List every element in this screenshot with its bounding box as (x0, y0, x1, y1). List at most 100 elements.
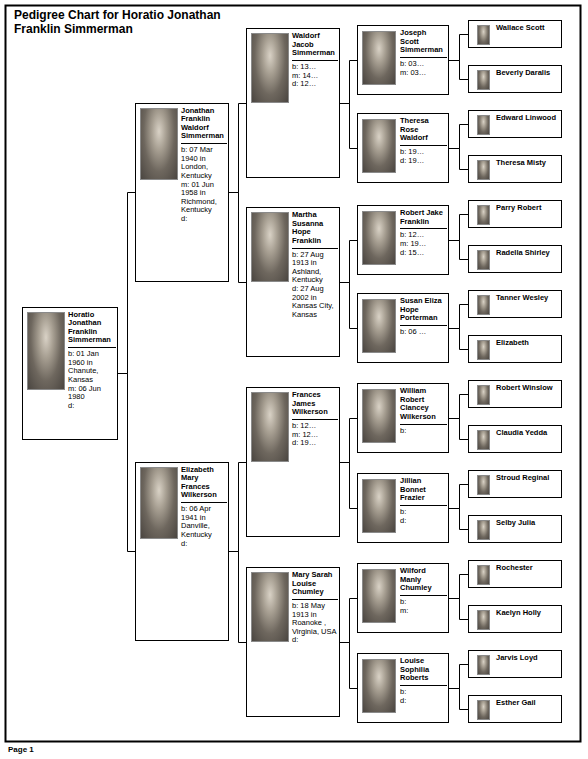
parent-link (449, 329, 468, 350)
text-column: Kaelyn Holly (496, 609, 560, 622)
portrait-photo (251, 572, 289, 642)
person-name: Claudia Yedda (496, 429, 560, 440)
text-column: Mary Sarah Louise Chumleyb: 18 May 1913 … (292, 571, 338, 645)
person-name: Wallace Scott (496, 24, 560, 35)
person-box: Edward Linwood (468, 110, 562, 138)
life-event: b: 12… (400, 231, 447, 240)
portrait-photo (477, 655, 490, 675)
person-name: Robert Jake Franklin (400, 209, 447, 229)
page-number: Page 1 (8, 745, 34, 755)
person-box: Wallace Scott (468, 20, 562, 48)
person-box: William Robert Clancey Wilkersonb: (357, 383, 449, 453)
person-name: Robert Winslow (496, 384, 560, 395)
parent-link (340, 283, 357, 329)
parent-link (340, 61, 357, 104)
person-box: Jillian Bonnet Frazierb:d: (357, 473, 449, 543)
person-name: Kaelyn Holly (496, 609, 560, 620)
text-column: Jonathan Franklin Waldorf Simmermanb: 07… (181, 107, 227, 224)
person-name: Radella Shirley (496, 249, 560, 260)
parent-link (340, 104, 357, 149)
person-box: Robert Jake Franklinb: 12…m: 19…d: 15… (357, 205, 449, 275)
person-box: Beverly Daralis (468, 65, 562, 93)
person-box: Theresa Rose Waldorfb: 19…d: 19… (357, 113, 449, 183)
parent-link (340, 643, 357, 689)
person-name: Joseph Scott Simmerman (400, 29, 447, 58)
portrait-photo (477, 700, 490, 720)
parent-link (340, 241, 357, 283)
life-event: m: 01 Jun 1958 in Richmond, Kentucky (181, 181, 227, 216)
person-name: Mary Sarah Louise Chumley (292, 571, 338, 600)
portrait-photo (362, 389, 396, 443)
life-event: d: 12… (292, 80, 338, 89)
text-column: Esther Gail (496, 699, 560, 712)
portrait-photo (477, 475, 490, 495)
life-event: b: (400, 688, 447, 697)
person-box: Louise Sophilia Robertsb:d: (357, 653, 449, 723)
person-box: Jarvis Loyd (468, 650, 562, 678)
life-event: d: (181, 215, 227, 224)
text-column: Waldorf Jacob Simmermanb: 13…m: 14…d: 12… (292, 32, 338, 89)
text-column: Beverly Daralis (496, 69, 560, 82)
person-name: Jarvis Loyd (496, 654, 560, 665)
portrait-photo (362, 119, 396, 173)
person-box: Stroud Reginal (468, 470, 562, 498)
outer-border (6, 6, 581, 742)
person-name: Esther Gail (496, 699, 560, 710)
portrait-photo (362, 659, 396, 713)
portrait-photo (477, 295, 490, 315)
text-column: Jillian Bonnet Frazierb:d: (400, 477, 447, 525)
parent-link (449, 599, 468, 620)
parent-link (449, 395, 468, 419)
life-event: m: 14… (292, 72, 338, 81)
text-column: Claudia Yedda (496, 429, 560, 442)
person-box: Parry Robert (468, 200, 562, 228)
parent-link (340, 419, 357, 463)
life-event: d: 27 Aug 2002 in Kansas City, Kansas (292, 285, 338, 320)
portrait-photo (477, 160, 490, 180)
life-event: b: 06 … (400, 328, 447, 337)
person-name: Martha Susanna Hope Franklin (292, 211, 338, 249)
person-name: Frances James Wilkerson (292, 391, 338, 420)
life-event: b: (400, 508, 447, 517)
person-box: Wilford Manly Chumleyb:m: (357, 563, 449, 633)
portrait-photo (477, 25, 490, 45)
person-name: Elizabeth (496, 339, 560, 350)
parent-link (229, 193, 246, 283)
person-box: Horatio Jonathan Franklin Simmermanb: 01… (22, 307, 118, 440)
person-box: Mary Sarah Louise Chumleyb: 18 May 1913 … (246, 567, 340, 717)
parent-link (449, 575, 468, 599)
portrait-photo (477, 565, 490, 585)
text-column: Louise Sophilia Robertsb:d: (400, 657, 447, 705)
person-box: Martha Susanna Hope Franklinb: 27 Aug 19… (246, 207, 340, 357)
portrait-photo (362, 31, 396, 85)
life-event: d: 19… (400, 157, 447, 166)
portrait-photo (362, 479, 396, 533)
person-name: Theresa Rose Waldorf (400, 117, 447, 146)
parent-link (449, 215, 468, 241)
person-name: Jonathan Franklin Waldorf Simmerman (181, 107, 227, 145)
portrait-photo (251, 33, 289, 103)
person-box: Joseph Scott Simmermanb: 03…m: 03… (357, 25, 449, 95)
person-box: Tanner Wesley (468, 290, 562, 318)
parent-link (118, 193, 135, 374)
chart-title: Pedigree Chart for Horatio Jonathan Fran… (14, 8, 244, 36)
text-column: Wilford Manly Chumleyb:m: (400, 567, 447, 615)
text-column: Elizabeth (496, 339, 560, 352)
parent-link (229, 552, 246, 643)
portrait-photo (477, 70, 490, 90)
portrait-photo (362, 569, 396, 623)
person-name: Tanner Wesley (496, 294, 560, 305)
life-event: b: (400, 598, 447, 607)
person-box: Robert Winslow (468, 380, 562, 408)
person-box: Rochester (468, 560, 562, 588)
portrait-photo (251, 212, 289, 282)
text-column: Theresa Rose Waldorfb: 19…d: 19… (400, 117, 447, 165)
person-box: Selby Julia (468, 515, 562, 543)
portrait-photo (477, 385, 490, 405)
person-name: Susan Eliza Hope Porterman (400, 297, 447, 326)
text-column: Elizabeth Mary Frances Wilkersonb: 06 Ap… (181, 466, 227, 549)
person-name: Beverly Daralis (496, 69, 560, 80)
life-event: b: 12… (292, 422, 338, 431)
person-box: Elizabeth Mary Frances Wilkersonb: 06 Ap… (135, 462, 229, 641)
parent-link (449, 35, 468, 61)
